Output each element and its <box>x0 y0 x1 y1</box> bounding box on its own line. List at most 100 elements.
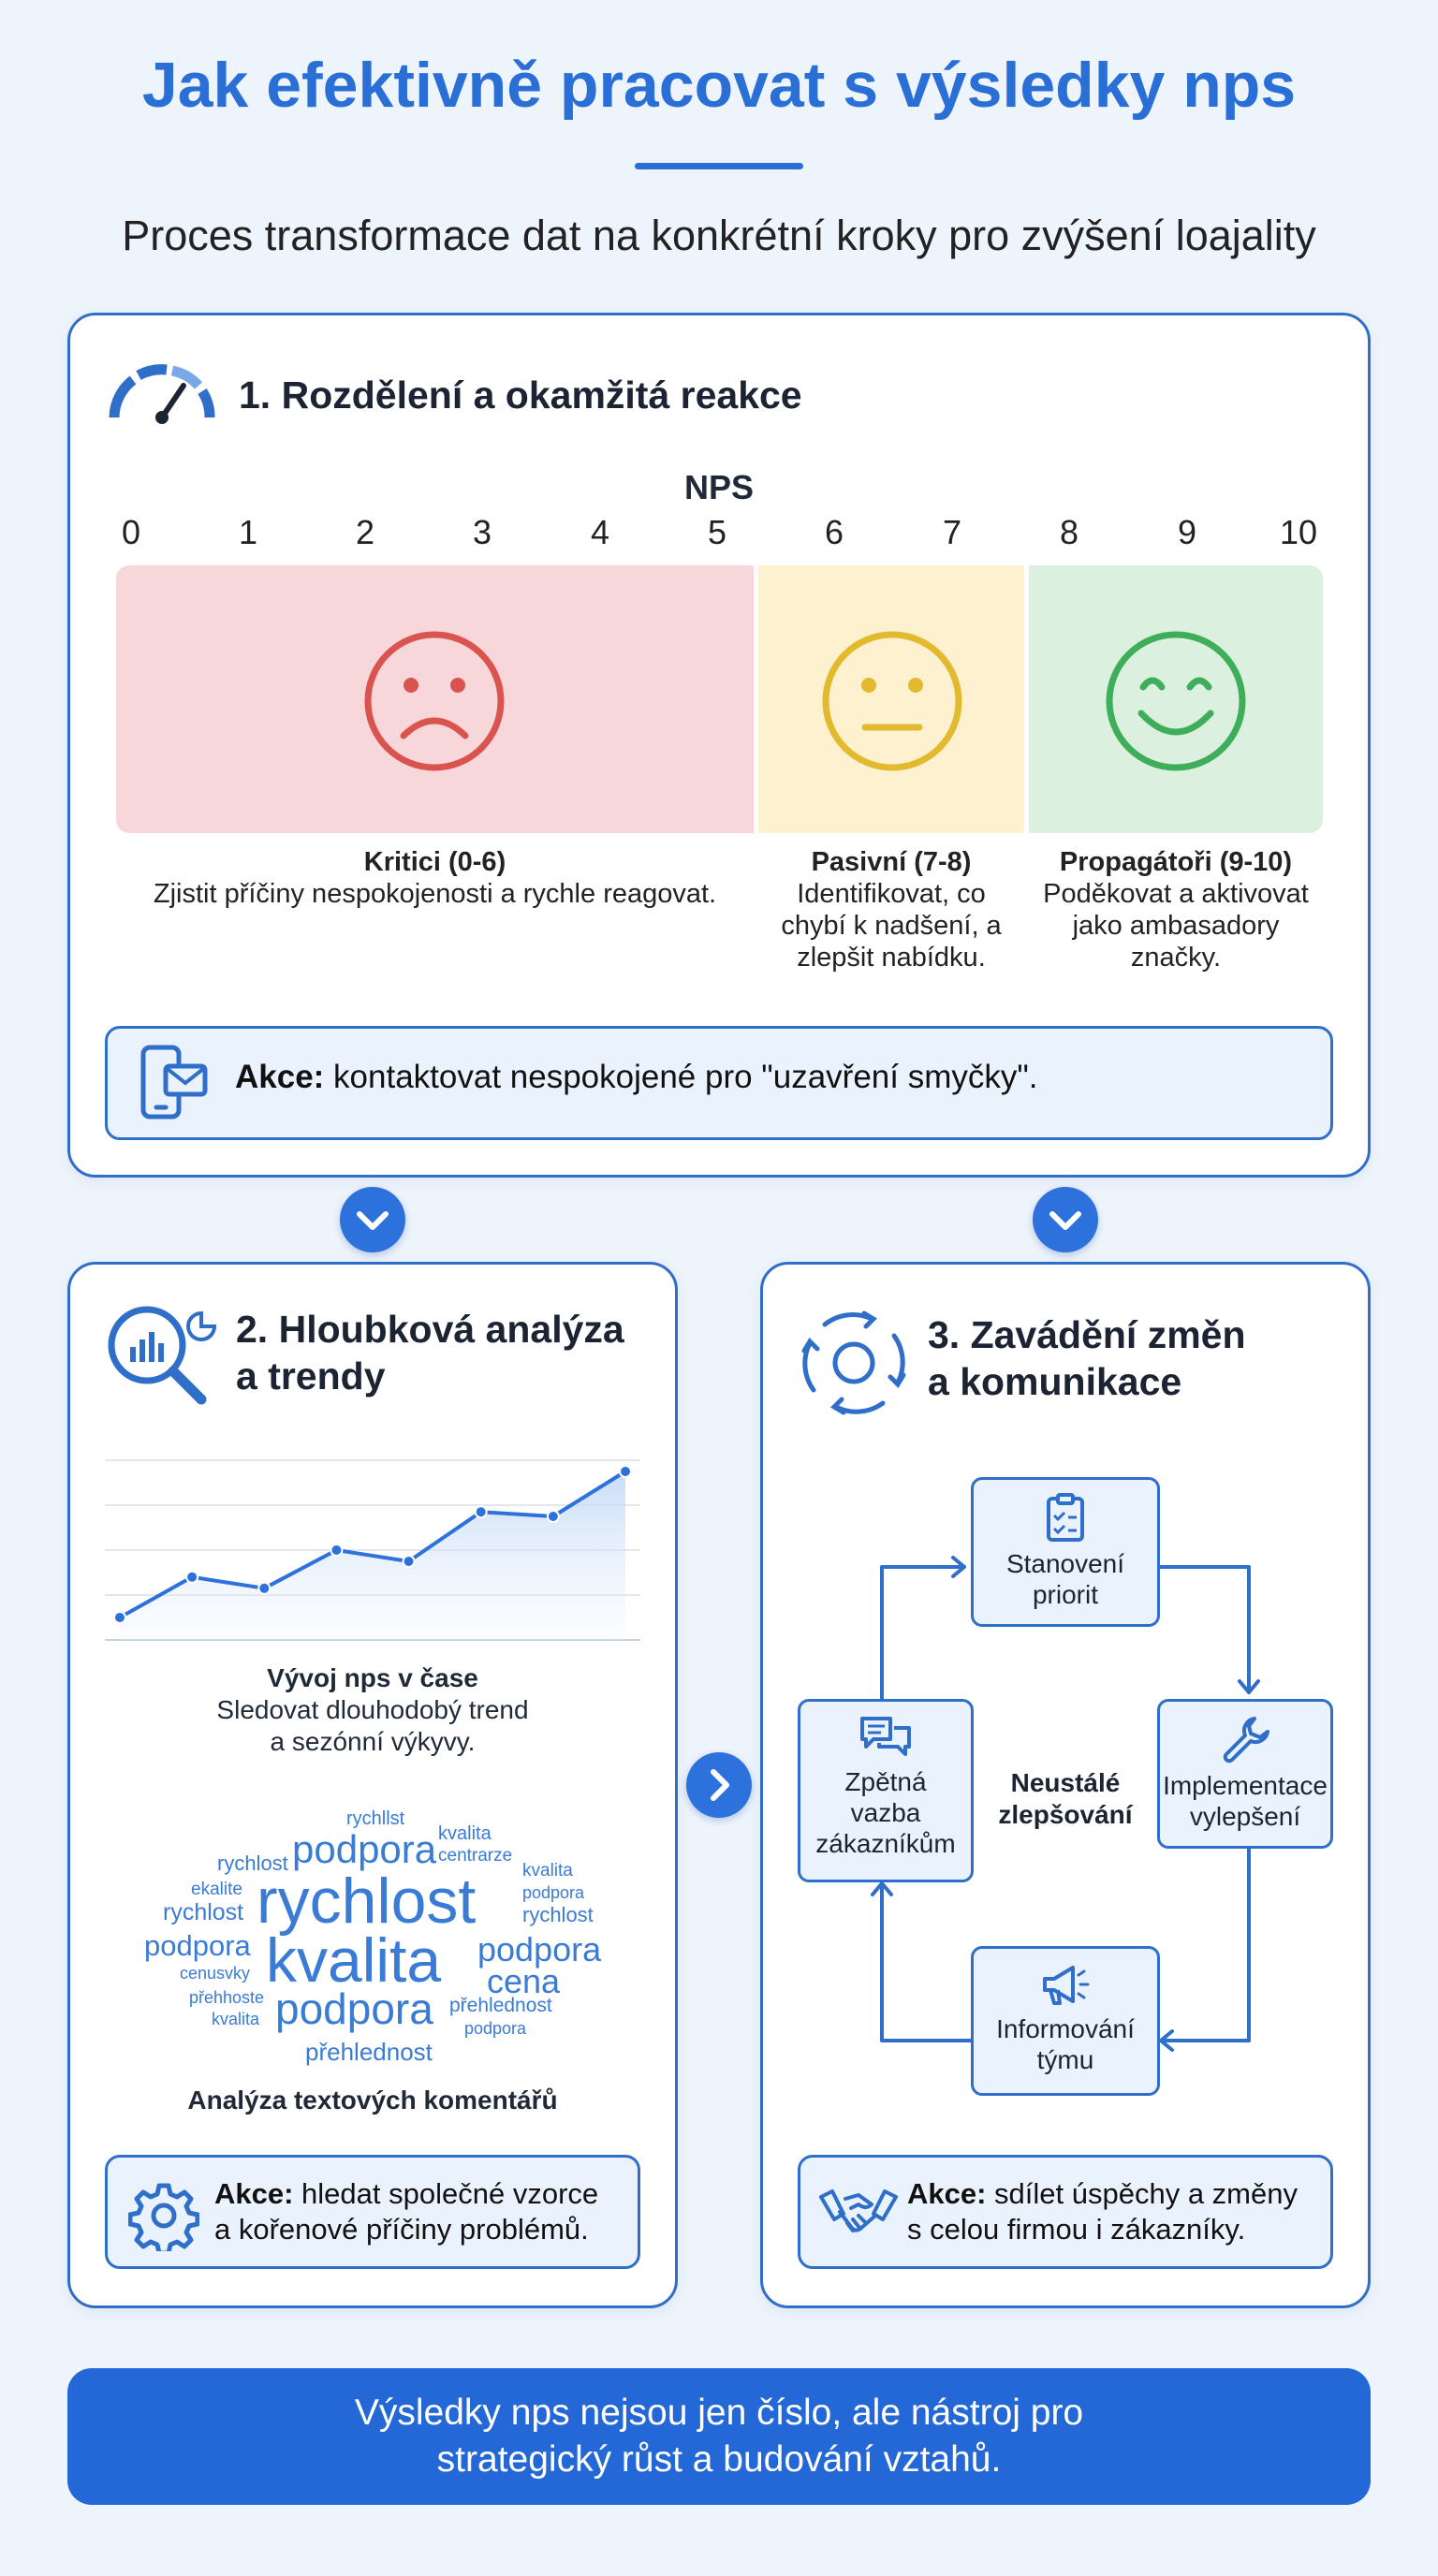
segment-detractors <box>116 565 754 833</box>
word: cena <box>487 1962 561 2000</box>
chart-caption: Vývoj nps v čase Sledovat dlouhodobý tre… <box>105 1662 640 1758</box>
section3-title-line2: a komunikace <box>928 1360 1182 1403</box>
footer-line2: strategický růst a budování vztahů. <box>436 2439 1002 2480</box>
chart-point <box>402 1555 416 1568</box>
section1-action: Akce: kontaktovat nespokojené pro "uzavř… <box>105 1026 1333 1140</box>
chart-line <box>119 1470 627 1619</box>
title-underline <box>635 163 803 169</box>
section3-action-line1: sdílet úspěchy a změny <box>986 2177 1298 2210</box>
section3-action-line2: s celou firmou i zákazníky. <box>907 2213 1246 2246</box>
section2-action-label: Akce: <box>214 2177 294 2210</box>
chevron-right-icon <box>686 1752 752 1818</box>
chart-point <box>474 1505 488 1519</box>
passives-label: Pasivní (7-8) Identifikovat, co chybí k … <box>770 846 1013 973</box>
phone-mail-icon <box>140 1045 208 1120</box>
tick-label: 4 <box>590 513 610 551</box>
section1-action-label: Akce: <box>235 1059 325 1095</box>
word: rychlost <box>163 1899 244 1925</box>
word: podpora <box>292 1827 437 1871</box>
section2-action-line2: a kořenové příčiny problémů. <box>214 2213 589 2246</box>
nps-trend-chart <box>105 1459 640 1641</box>
cycle-step-team-info: Informování týmu <box>971 1946 1160 2096</box>
tick-label: 6 <box>824 513 844 551</box>
word: rychllst <box>346 1808 405 1829</box>
cycle-center-label: Neustálé zlepšování <box>983 1767 1148 1831</box>
section3-action-label: Akce: <box>907 2177 987 2210</box>
cycle-step-team-info-line1: Informování <box>996 2014 1135 2043</box>
clipboard-icon <box>1047 1493 1084 1542</box>
promoters-name: Propagátoři (9-10) <box>1059 847 1293 877</box>
tick-label: 1 <box>238 513 258 551</box>
nps-scale-label: NPS <box>683 468 755 506</box>
happy-face-icon <box>1106 631 1246 771</box>
word: přehhoste <box>189 1988 265 2007</box>
chevron-down-icon <box>1033 1187 1098 1252</box>
wordcloud-caption: Analýza textových komentářů <box>187 2086 558 2115</box>
cycle-step-feedback-line2: vazba <box>850 1798 921 1827</box>
section2-action-text: Akce: hledat společné vzorce a kořenové … <box>214 2176 598 2247</box>
word: kvalita <box>212 2010 260 2028</box>
word: ekalite <box>191 1880 242 1899</box>
section3-action-text: Akce: sdílet úspěchy a změny s celou fir… <box>907 2176 1298 2247</box>
word: podpora <box>464 2019 527 2038</box>
megaphone-icon <box>1043 1966 1090 2005</box>
section3-title-line1: 3. Zavádění změn <box>928 1313 1246 1356</box>
section2-title-line2: a trendy <box>236 1354 386 1398</box>
cycle-step-implementation-line1: Implementace <box>1163 1771 1328 1800</box>
cycle-center-line1: Neustálé <box>1010 1768 1121 1797</box>
cycle-step-feedback-line3: zákazníkům <box>815 1829 956 1858</box>
footer-banner: Výsledky nps nejsou jen číslo, ale nástr… <box>67 2368 1371 2505</box>
promoters-desc: Poděkovat a aktivovat jako ambasadory zn… <box>1043 879 1309 973</box>
wrench-icon <box>1223 1717 1269 1764</box>
section1-action-body: kontaktovat nespokojené pro "uzavření sm… <box>324 1059 1038 1095</box>
word: rychlost <box>522 1903 594 1926</box>
cycle-connectors <box>871 1556 1260 2052</box>
detractors-label: Kritici (0-6) Zjistit příčiny nespokojen… <box>116 846 754 910</box>
chart-point <box>257 1581 271 1595</box>
detractors-desc: Zjistit příčiny nespokojenosti a rychle … <box>153 879 717 909</box>
word: přehlednost <box>305 2038 433 2066</box>
tick-label: 5 <box>707 513 727 551</box>
neutral-face-icon <box>822 631 962 771</box>
tick-label: 9 <box>1177 513 1197 551</box>
word: podpora <box>275 1984 433 2033</box>
chart-caption-text2: a sezónní výkyvy. <box>270 1727 476 1756</box>
chart-point <box>546 1510 560 1523</box>
word: přehlednost <box>449 1995 552 2016</box>
promoters-label: Propagátoři (9-10) Poděkovat a aktivovat… <box>1035 846 1316 973</box>
word-cloud: rychllst kvalita rychlost podpora centra… <box>131 1802 618 2073</box>
footer-line1: Výsledky nps nejsou jen číslo, ale nástr… <box>354 2393 1084 2433</box>
section3-title: 3. Zavádění změn a komunikace <box>928 1311 1246 1405</box>
section2-title-line1: 2. Hloubková analýza <box>236 1308 624 1351</box>
chart-caption-title: Vývoj nps v čase <box>267 1663 478 1692</box>
cycle-center-line2: zlepšování <box>998 1800 1133 1829</box>
word: podpora <box>522 1883 585 1902</box>
word: kvalita <box>522 1861 573 1881</box>
gauge-icon <box>109 364 215 424</box>
tick-label: 2 <box>355 513 375 551</box>
cycle-step-feedback-line1: Zpětná <box>844 1767 927 1796</box>
cycle-step-feedback: Zpětná vazba zákazníkům <box>798 1699 974 1882</box>
tick-label: 3 <box>472 513 492 551</box>
page-title: Jak efektivně pracovat s výsledky nps <box>141 50 1297 121</box>
tick-label: 7 <box>942 513 962 551</box>
chevron-down-icon <box>340 1187 405 1252</box>
cycle-step-priorities: Stanovení priorit <box>971 1477 1160 1627</box>
section2-action: Akce: hledat společné vzorce a kořenové … <box>105 2155 640 2269</box>
word: cenusvky <box>180 1964 251 1983</box>
cycle-step-implementation-line2: vylepšení <box>1189 1802 1301 1831</box>
cycle-arrows-icon <box>801 1310 906 1415</box>
passives-desc: Identifikovat, co chybí k nadšení, a zle… <box>781 879 1002 973</box>
tick-label: 10 <box>1279 513 1318 551</box>
handshake-icon <box>819 2189 898 2232</box>
word: podpora <box>477 1930 602 1969</box>
word: rychlost <box>217 1852 288 1875</box>
cycle-step-implementation: Implementace vylepšení <box>1157 1699 1333 1849</box>
word: kvalita <box>266 1925 442 1995</box>
section2-card: 2. Hloubková analýza a trendy <box>67 1262 678 2308</box>
passives-name: Pasivní (7-8) <box>811 847 972 877</box>
word: rychlost <box>257 1866 477 1937</box>
gear-icon <box>128 2183 199 2251</box>
chart-point <box>113 1611 126 1624</box>
cycle-step-team-info-line2: týmu <box>1036 2045 1094 2074</box>
